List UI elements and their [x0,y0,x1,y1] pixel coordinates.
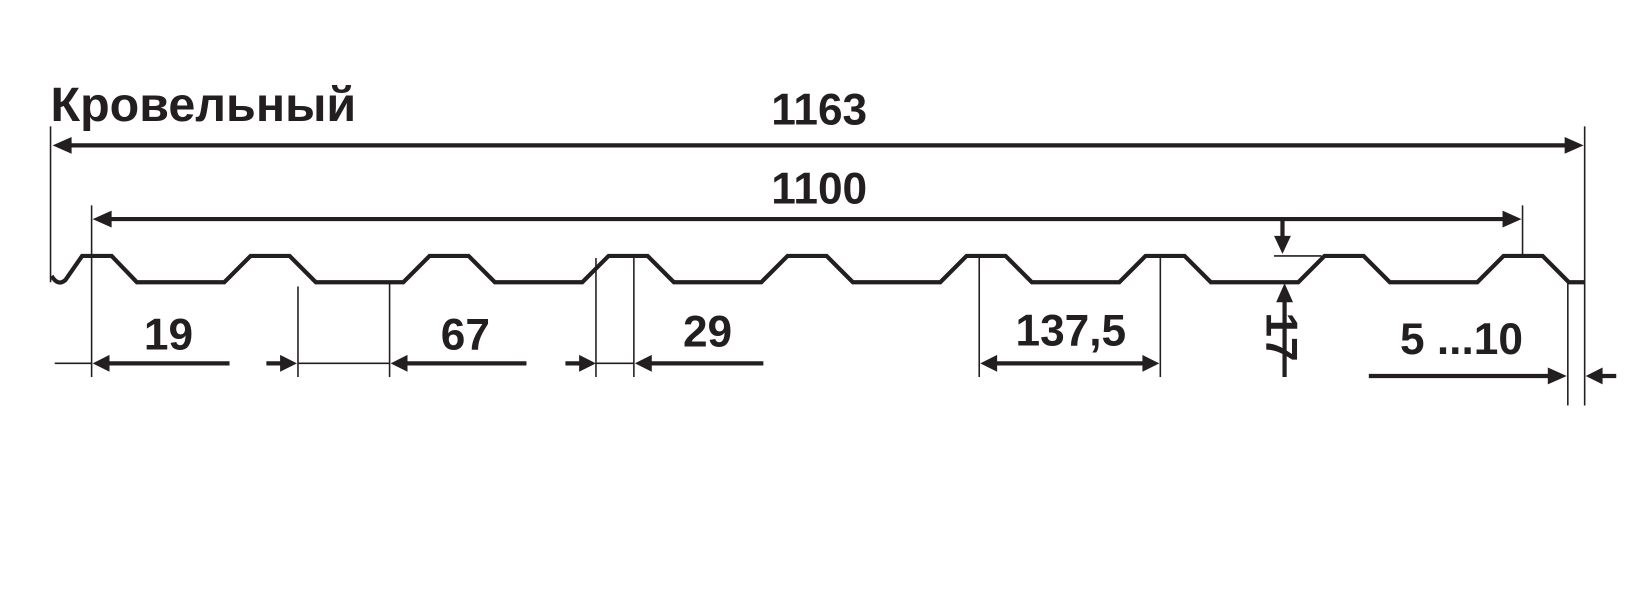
extension-lines [54,255,1569,406]
dimension-pitch: 137,5 [980,306,1160,372]
dimension-bottom-flat: 67 [390,311,596,372]
height-label: 17 [1257,312,1306,361]
profile-outline [49,253,1585,285]
dimension-top-flat: 19 [92,311,297,372]
rib-offset-label: 29 [683,307,732,356]
dimension-overlap: 5 ...10 [1368,315,1617,385]
overlap-label: 5 ...10 [1400,315,1523,364]
total-width-label: 1163 [771,85,867,134]
top-flat-label: 19 [144,311,193,360]
useful-width-label: 1100 [771,164,867,213]
dimension-total-width: 1163 [49,85,1586,406]
dimension-height: 17 [1257,219,1306,378]
dimension-rib-offset: 29 [634,307,764,372]
bottom-flat-label: 67 [441,311,490,360]
pitch-label: 137,5 [1016,306,1127,355]
dimension-useful-width: 1100 [90,164,1524,378]
profile-title: Кровельный [51,78,357,132]
